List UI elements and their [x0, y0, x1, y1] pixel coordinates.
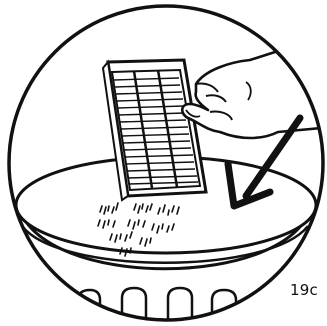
bin-vent — [122, 288, 146, 326]
hepa-filter — [103, 60, 206, 200]
illustration-contents — [16, 44, 322, 326]
step-label: 19c — [290, 281, 318, 299]
hand — [182, 44, 322, 138]
